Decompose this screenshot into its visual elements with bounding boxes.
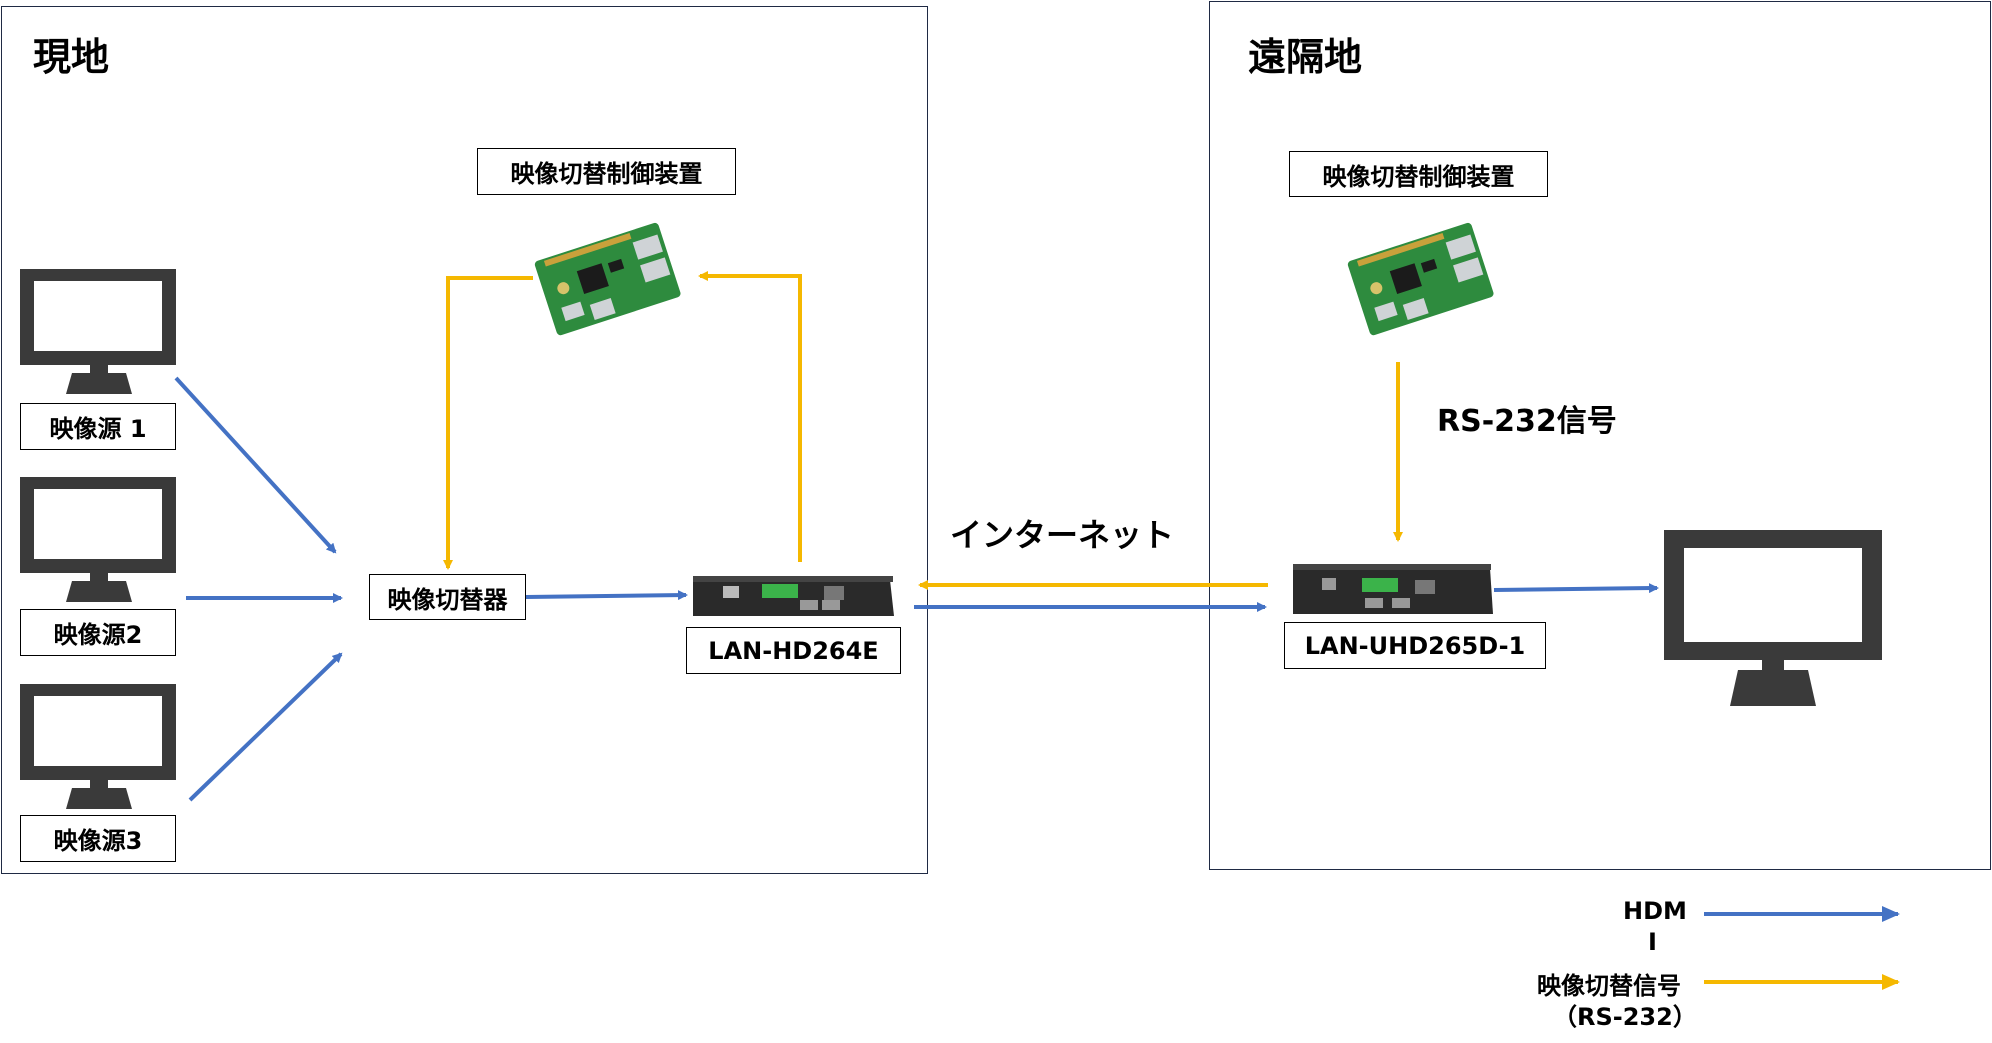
hdmi-arrow-decoder-monitor xyxy=(1493,583,1659,594)
monitor-icon xyxy=(20,269,176,394)
source3-label: 映像源3 xyxy=(20,815,176,862)
controller-remote-label: 映像切替制御装置 xyxy=(1289,151,1548,197)
controller-board-icon xyxy=(1347,222,1494,336)
local-region xyxy=(1,6,928,874)
encoder-label: LAN-HD264E xyxy=(686,627,901,674)
encoder-device-icon xyxy=(693,576,894,616)
source2-label: 映像源2 xyxy=(20,609,176,656)
local-title: 現地 xyxy=(33,35,110,79)
legend-hdmi-text-1: HDM xyxy=(1623,897,1687,925)
hdmi-arrow-source1 xyxy=(174,376,337,554)
monitor-icon xyxy=(20,684,176,809)
hdmi-arrow-source3 xyxy=(188,652,343,802)
remote-title: 遠隔地 xyxy=(1248,35,1363,79)
monitor-icon xyxy=(1664,530,1882,706)
legend-hdmi-text-2: I xyxy=(1648,928,1657,956)
controller-local-label: 映像切替制御装置 xyxy=(477,148,736,195)
monitor-icon xyxy=(20,477,176,602)
decoder-device-icon xyxy=(1293,564,1493,614)
remote-region xyxy=(1209,1,1991,870)
hdmi-arrow-switcher-encoder xyxy=(525,590,688,601)
rs232-signal-label: RS-232信号 xyxy=(1437,404,1617,439)
switcher-label: 映像切替器 xyxy=(369,574,526,620)
source1-label: 映像源 1 xyxy=(20,403,176,450)
internet-label: インターネット xyxy=(950,516,1175,554)
decoder-label: LAN-UHD265D-1 xyxy=(1284,622,1546,669)
controller-board-icon xyxy=(534,222,681,336)
rs232-arrow-controller-switcher xyxy=(443,276,533,570)
legend-rs232-text-2: （RS-232） xyxy=(1553,1003,1697,1031)
rs232-arrow-encoder-controller xyxy=(698,271,802,562)
legend-rs232-text-1: 映像切替信号 xyxy=(1537,972,1681,1000)
